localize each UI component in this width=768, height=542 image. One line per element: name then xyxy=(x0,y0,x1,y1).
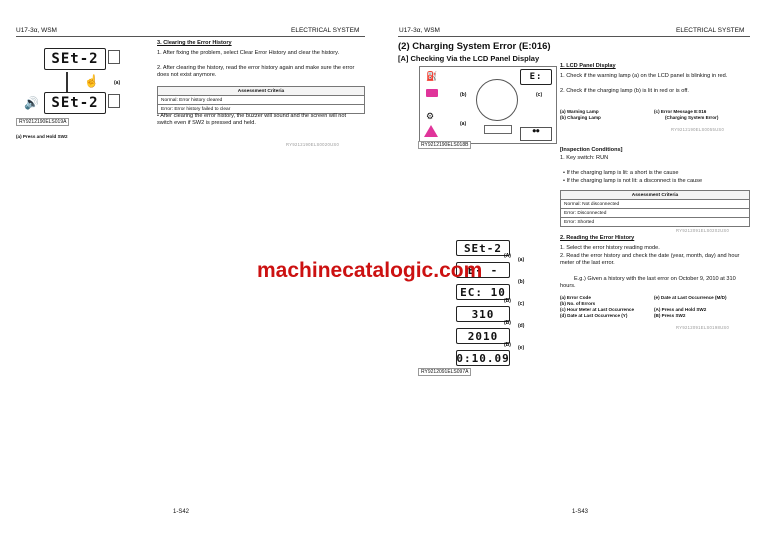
legend1-b: (b) Charging Lamp xyxy=(560,115,601,120)
table-row: Error: Error history failed to clear xyxy=(157,104,365,114)
arrow-line-icon xyxy=(66,72,68,92)
fig2-letter-d: (d) xyxy=(518,323,525,329)
warning-lamp-icon xyxy=(424,125,438,137)
fig2-letter-a: (a) xyxy=(518,257,525,263)
lcd-set2-bottom: SEt-2 xyxy=(44,92,106,114)
fig1-label-b: (b) xyxy=(460,92,467,98)
reading-step-2: 2. Read the error history and check the … xyxy=(560,253,740,267)
engine-icon: ⚙ xyxy=(426,111,435,121)
bullet-not-lit: • If the charging lamp is not lit: a dis… xyxy=(563,178,703,184)
fig2-callout-B2: (B) xyxy=(504,320,511,326)
fig1-label-c: (c) xyxy=(536,92,543,98)
right-assessment-table: Assessment Criteria Normal: Not disconne… xyxy=(560,190,750,227)
fig-label-a: (a) xyxy=(114,80,121,86)
lcd-step-2: 2. Check if the charging lamp (b) is lit… xyxy=(560,88,689,94)
reading-step-1: 1. Select the error history reading mode… xyxy=(560,245,660,251)
error-history-figure: SEt-2 (A) (a) E- - (b) EC: 10 (B) (c) 31… xyxy=(452,238,552,368)
lcd-step-1: 1. Check if the warning lamp (a) on the … xyxy=(560,73,728,79)
table-header: Assessment Criteria xyxy=(560,190,750,200)
table-header: Assessment Criteria xyxy=(157,86,365,96)
gauge-dial-icon xyxy=(476,79,518,121)
fig1-label-a: (a) xyxy=(460,121,467,127)
left-header-model: U17-3α, WSM xyxy=(16,27,57,34)
left-section-title: 3. Clearing the Error History xyxy=(157,40,232,46)
left-lcd-figure: SEt-2 ☝ (a) 🔊 SEt-2 xyxy=(22,46,150,121)
inspection-heading: [Inspection Conditions] xyxy=(560,147,623,153)
right-main-title: (2) Charging System Error (E:016) xyxy=(398,41,551,52)
charging-lamp-icon xyxy=(426,89,438,97)
lcd-panel-heading: 1. LCD Panel Display xyxy=(560,63,616,69)
fuel-icon: ⛽ xyxy=(426,71,438,81)
left-bullet: • After clearing the error history, the … xyxy=(157,113,347,127)
bullet-lit: • If the charging lamp is lit: a short i… xyxy=(563,170,679,176)
fig2-letter-e: (e) xyxy=(518,345,525,351)
legend2-A: (A) Press and Hold SW2 xyxy=(654,307,707,312)
buzzer-icon: 🔊 xyxy=(24,96,39,110)
fig2-lcd-date: 0:10.09 xyxy=(456,350,510,366)
legend2-c: (c) Hour Meter at Last Occurrence xyxy=(560,307,635,312)
fig2-callout-B1: (B) xyxy=(504,298,511,304)
table-row: Normal: Not disconnected xyxy=(560,199,750,209)
right-ref-code-2: RY9212091ELS0202US0 xyxy=(676,228,730,233)
legend1-a: (a) Warning Lamp xyxy=(560,109,599,114)
legend1-c-desc: (Charging System Error) xyxy=(665,115,719,120)
fig2-callout-A: (A) xyxy=(504,253,511,259)
right-header-model: U17-3α, WSM xyxy=(399,27,440,34)
left-header-section: ELECTRICAL SYSTEM xyxy=(291,27,360,34)
right-header-section: ELECTRICAL SYSTEM xyxy=(676,27,745,34)
left-step-1: 1. After fixing the problem, select Clea… xyxy=(157,50,340,56)
legend2-d: (d) Date at Last Occurrence (Y) xyxy=(560,313,628,318)
legend2-b: (b) No. of Errors xyxy=(560,301,596,306)
lcd-side-icon xyxy=(108,50,120,64)
right-figure1-caption: RY9212190ELS018B xyxy=(418,141,472,149)
left-step-2: 2. After clearing the history, read the … xyxy=(157,65,355,79)
left-figure-caption: RY9212190ELS019A xyxy=(16,118,70,126)
legend1-c: (c) Error Message E:016 xyxy=(654,109,707,114)
fig2-lcd-year: 2010 xyxy=(456,328,510,344)
right-ref-code-1: RY9212190ELS0055US0 xyxy=(671,127,725,132)
right-ref-code-3: RY9212091ELS0198US0 xyxy=(676,325,730,330)
table-row: Normal: Error history cleared xyxy=(157,95,365,105)
right-sub-title: [A] Checking Via the LCD Panel Display xyxy=(398,54,540,63)
fig2-lcd-hour: 310 xyxy=(456,306,510,322)
reading-example: E.g.) Given a history with the last erro… xyxy=(560,276,736,290)
table-row: Error: Disconnected xyxy=(560,208,750,218)
lcd-side-icon-2 xyxy=(108,94,120,108)
legend2-B: (B) Press SW2 xyxy=(654,313,686,318)
legend2-a: (a) Error Code xyxy=(560,295,591,300)
fig2-lcd-e: E- - xyxy=(456,262,510,278)
left-page-number: 1-S42 xyxy=(173,509,190,515)
fig2-lcd-ec: EC: 10 xyxy=(456,284,510,300)
panel-display-icon xyxy=(484,125,512,134)
legend2-e: (e) Date at Last Occurrence (M/D) xyxy=(654,295,727,300)
right-panel-figure: ⛽ ⚙ (b) (a) (c) E: ⏺⏺ xyxy=(419,66,557,144)
right-header-rule xyxy=(398,36,750,37)
inspection-step: 1. Key switch: RUN xyxy=(560,155,609,161)
left-assessment-table: Assessment Criteria Normal: Error histor… xyxy=(157,86,365,114)
right-figure2-caption: RY9212091ELS097A xyxy=(418,368,472,376)
fig2-letter-b: (b) xyxy=(518,279,525,285)
lcd-set2-top: SEt-2 xyxy=(44,48,106,70)
switch-icons: ⏺⏺ xyxy=(520,127,552,141)
reading-heading: 2. Reading the Error History xyxy=(560,235,635,241)
left-ref-code: RY9212190ELS0020US0 xyxy=(286,142,340,147)
watermark-text: machinecatalogic.com xyxy=(257,259,483,282)
left-header-rule xyxy=(16,36,365,37)
fig2-callout-B3: (B) xyxy=(504,342,511,348)
fig2-letter-c: (c) xyxy=(518,301,525,307)
fig2-lcd-set2: SEt-2 xyxy=(456,240,510,256)
table-row: Error: Shorted xyxy=(560,217,750,227)
right-page-number: 1-S43 xyxy=(572,509,589,515)
left-figure-note: (a) Press and Hold SW2 xyxy=(16,134,68,139)
fig1-error-lcd: E: xyxy=(520,69,552,85)
hand-press-icon: ☝ xyxy=(84,74,99,88)
